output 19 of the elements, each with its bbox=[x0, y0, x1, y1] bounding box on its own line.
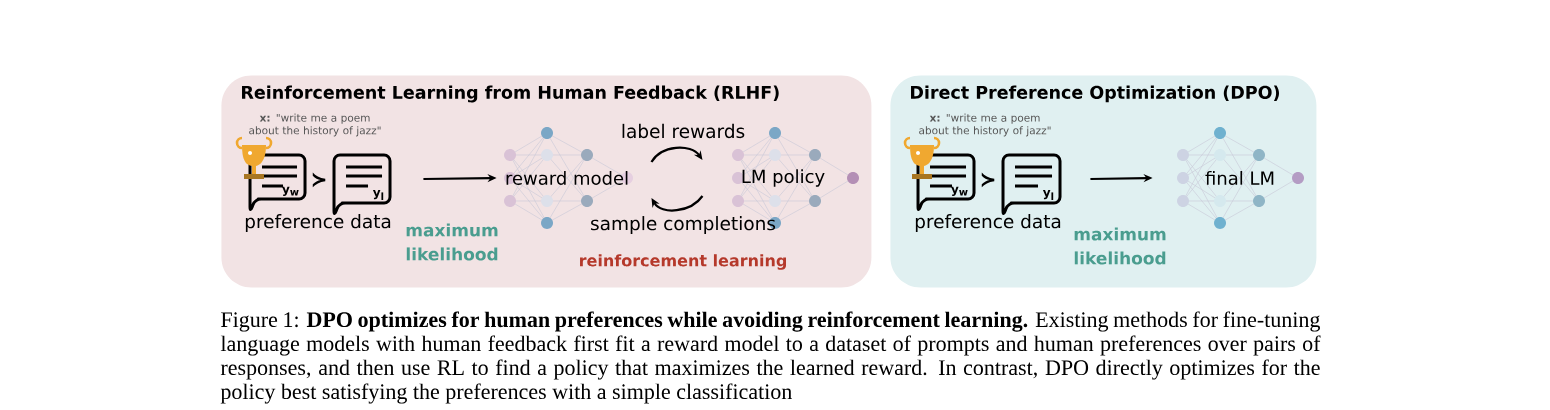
prompt-text: x: "write me a poem about the history of jazz" bbox=[919, 113, 1051, 137]
arrow bbox=[650, 146, 703, 163]
preference-symbol: ≻ bbox=[312, 172, 326, 188]
caption-label: preference data bbox=[245, 214, 391, 232]
edge-label: maximum likelihood bbox=[406, 223, 498, 261]
edge-label: label rewards bbox=[622, 123, 745, 139]
prompt-text: x: "write me a poem about the history of jazz" bbox=[249, 113, 381, 137]
method-label: reinforcement learning bbox=[580, 254, 786, 270]
speech-bubble: y$_{w}$ bbox=[248, 153, 307, 212]
figure-caption: Figure 1: DPO optimizes for human preferences while avoiding reinforcement learning. Existing methods for fine-tuning language models with human feedback first fit a reward model to a dataset of prompts and human preferences over pairs of responses, and then use RL to find a policy that maximizes the learned reward. In contrast, DPO directly optimizes for the policy best satisfying the preferences with a simple classification bbox=[220, 311, 1321, 404]
preference-symbol: ≻ bbox=[981, 172, 995, 188]
model-label: final LM bbox=[1205, 171, 1274, 185]
caption-label: preference data bbox=[915, 214, 1061, 232]
edge-label: sample completions bbox=[591, 216, 776, 234]
model-label: reward model bbox=[506, 171, 628, 185]
model-label: LM policy bbox=[742, 169, 825, 187]
arrow bbox=[651, 195, 704, 212]
edge-label: maximum likelihood bbox=[1074, 227, 1166, 265]
speech-bubble: y$_{w}$ bbox=[916, 153, 976, 212]
